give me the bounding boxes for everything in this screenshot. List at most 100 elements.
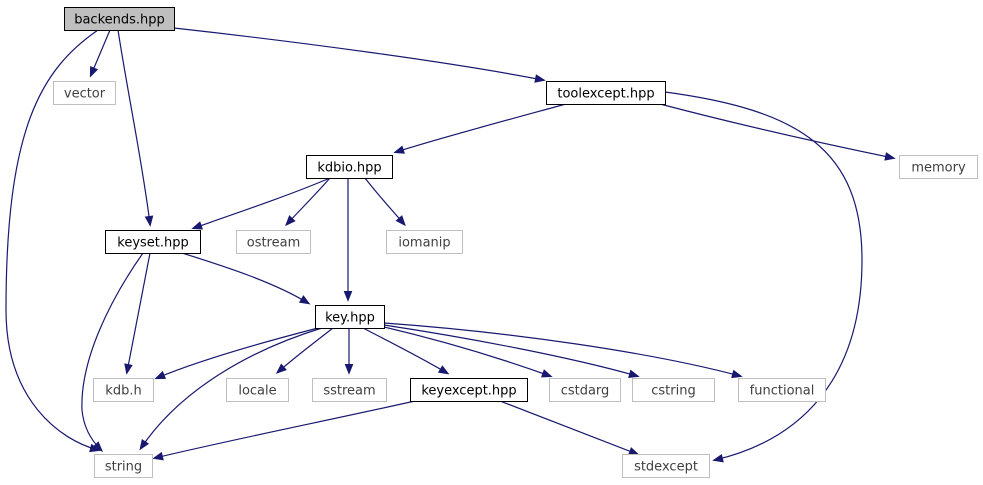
node-label: functional bbox=[750, 384, 815, 399]
edge-line bbox=[664, 91, 863, 461]
node-box[interactable] bbox=[105, 230, 201, 254]
nodes-layer: backends.hpp vector toolexcept.hpp kdbio.hp… bbox=[53, 7, 978, 478]
edge-line bbox=[193, 177, 331, 229]
node-keyset[interactable]: keyset.hpp bbox=[105, 230, 201, 254]
edge-line bbox=[90, 29, 111, 76]
node-box[interactable] bbox=[622, 454, 710, 478]
node-sstream[interactable]: sstream bbox=[312, 378, 387, 402]
node-label: keyexcept.hpp bbox=[421, 384, 516, 399]
edge-kdbio-to-key bbox=[343, 178, 353, 302]
node-box[interactable] bbox=[315, 305, 385, 329]
edge-line bbox=[140, 327, 323, 449]
node-label: key.hpp bbox=[325, 311, 375, 326]
arrowhead-icon bbox=[144, 215, 154, 227]
arrowhead-icon bbox=[628, 369, 640, 378]
arrowhead-icon bbox=[395, 215, 406, 227]
node-locale[interactable]: locale bbox=[226, 378, 289, 402]
arrowhead-icon bbox=[298, 295, 311, 305]
arrowhead-icon bbox=[393, 145, 405, 154]
node-label: iomanip bbox=[398, 236, 450, 251]
edge-key-to-functional bbox=[383, 322, 743, 379]
edge-toolexcept-to-kdbio bbox=[393, 103, 567, 154]
node-box[interactable] bbox=[306, 155, 393, 179]
arrowhead-icon bbox=[124, 363, 133, 375]
edge-line bbox=[362, 327, 448, 374]
arrowhead-icon bbox=[541, 369, 553, 378]
arrowhead-icon bbox=[285, 215, 296, 227]
edge-line bbox=[659, 103, 894, 159]
edge-keyexcept-to-string bbox=[152, 400, 416, 461]
node-label: cstring bbox=[651, 384, 695, 399]
node-box[interactable] bbox=[236, 230, 311, 254]
node-memory[interactable]: memory bbox=[899, 155, 978, 179]
edge-line bbox=[364, 177, 405, 225]
edge-key-to-cstdarg bbox=[379, 325, 553, 378]
node-label: kdbio.hpp bbox=[317, 161, 381, 176]
arrowhead-icon bbox=[534, 74, 546, 83]
edge-line bbox=[117, 29, 151, 225]
node-label: backends.hpp bbox=[74, 13, 165, 28]
arrowhead-icon bbox=[92, 441, 104, 453]
node-label: vector bbox=[64, 87, 106, 102]
node-box[interactable] bbox=[53, 81, 116, 105]
edge-line bbox=[277, 327, 334, 373]
edge-line bbox=[5, 29, 99, 451]
arrowhead-icon bbox=[275, 363, 287, 374]
node-toolexcept[interactable]: toolexcept.hpp bbox=[546, 81, 666, 105]
edge-kdbio-to-iomanip bbox=[364, 177, 406, 227]
edge-line bbox=[126, 252, 151, 373]
edge-keyset-to-kdbh bbox=[124, 252, 151, 375]
node-vector[interactable]: vector bbox=[53, 81, 116, 105]
node-box[interactable] bbox=[632, 378, 715, 402]
edge-key-to-kdbh bbox=[154, 327, 319, 380]
node-box[interactable] bbox=[312, 378, 387, 402]
edge-keyset-to-key bbox=[181, 252, 311, 305]
node-functional[interactable]: functional bbox=[738, 378, 826, 402]
node-box[interactable] bbox=[738, 378, 826, 402]
edge-keyset-to-string bbox=[81, 252, 144, 453]
edge-line bbox=[154, 400, 416, 459]
edge-keyexcept-to-stdexcept bbox=[499, 400, 640, 456]
edge-line bbox=[286, 177, 331, 225]
node-label: keyset.hpp bbox=[117, 236, 189, 251]
edge-backends-to-vector bbox=[89, 29, 111, 78]
edge-key-to-sstream bbox=[344, 328, 354, 375]
node-cstring[interactable]: cstring bbox=[632, 378, 715, 402]
node-ostream[interactable]: ostream bbox=[236, 230, 311, 254]
edge-backends-to-keyset bbox=[117, 29, 154, 227]
node-label: sstream bbox=[323, 384, 375, 399]
node-backends[interactable]: backends.hpp bbox=[64, 7, 175, 31]
arrowhead-icon bbox=[152, 451, 164, 461]
edge-toolexcept-to-stdexcept bbox=[664, 91, 863, 463]
node-box[interactable] bbox=[899, 155, 978, 179]
node-key[interactable]: key.hpp bbox=[315, 305, 385, 329]
node-stdexcept[interactable]: stdexcept bbox=[622, 454, 710, 478]
arrowhead-icon bbox=[627, 447, 640, 456]
edge-line bbox=[173, 27, 544, 81]
arrowhead-icon bbox=[343, 291, 353, 302]
node-box[interactable] bbox=[94, 454, 153, 478]
node-kdbh[interactable]: kdb.h bbox=[93, 378, 154, 402]
node-label: memory bbox=[911, 161, 966, 176]
node-box[interactable] bbox=[410, 378, 528, 402]
node-box[interactable] bbox=[64, 7, 175, 31]
node-box[interactable] bbox=[226, 378, 289, 402]
edge-line bbox=[383, 322, 741, 377]
node-keyexcept[interactable]: keyexcept.hpp bbox=[410, 378, 528, 402]
edge-line bbox=[383, 324, 638, 377]
node-label: kdb.h bbox=[105, 384, 141, 399]
node-cstdarg[interactable]: cstdarg bbox=[549, 378, 621, 402]
node-iomanip[interactable]: iomanip bbox=[386, 230, 463, 254]
node-kdbio[interactable]: kdbio.hpp bbox=[306, 155, 393, 179]
edge-kdbio-to-ostream bbox=[285, 177, 331, 227]
node-string[interactable]: string bbox=[94, 454, 153, 478]
node-box[interactable] bbox=[549, 378, 621, 402]
arrowhead-icon bbox=[154, 370, 167, 380]
node-box[interactable] bbox=[93, 378, 154, 402]
node-box[interactable] bbox=[386, 230, 463, 254]
node-box[interactable] bbox=[546, 81, 666, 105]
edge-backends-to-toolexcept bbox=[173, 27, 546, 83]
edge-line bbox=[379, 325, 551, 377]
edges-layer bbox=[5, 27, 896, 463]
